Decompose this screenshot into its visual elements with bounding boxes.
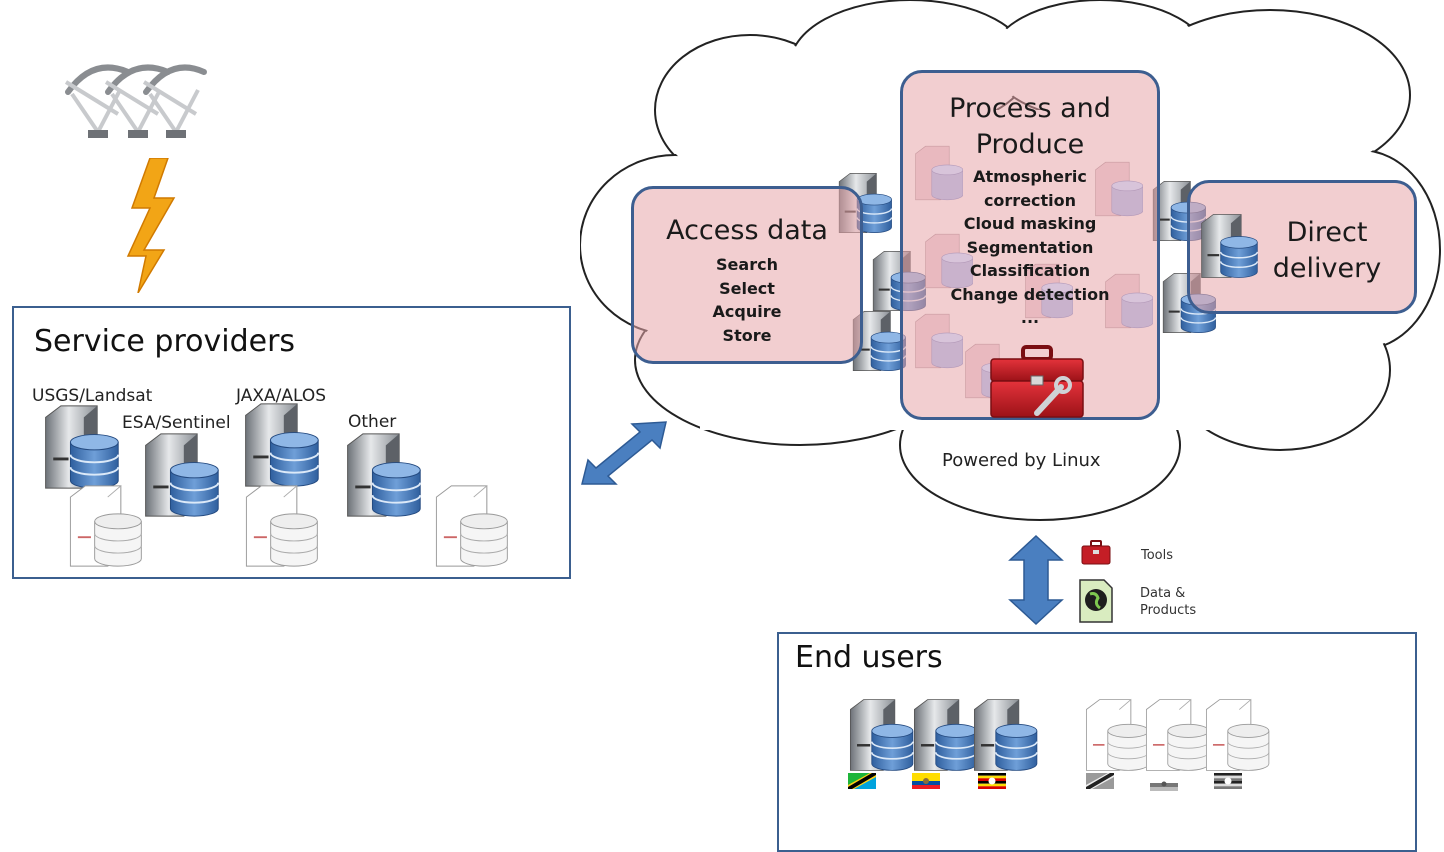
flag-tanzania-icon (848, 773, 876, 789)
access-data-items: Search Select Acquire Store (634, 253, 860, 347)
lightning-bolt-icon (124, 157, 184, 294)
flag-faded-icon (1150, 776, 1178, 791)
process-items: Atmospheric correction Cloud masking Seg… (903, 165, 1157, 330)
legend-data-label: Data & Products (1140, 585, 1196, 619)
process-item: Cloud masking (963, 214, 1097, 233)
process-title-line1: Process and (949, 93, 1111, 124)
process-item: ... (1020, 308, 1040, 327)
legend-tools-label: Tools (1141, 548, 1174, 563)
delivery-title-line1: Direct (1286, 217, 1368, 248)
data-products-icon (1078, 578, 1114, 624)
server-esa-icon (140, 432, 220, 518)
server-faded-icon (430, 484, 510, 568)
access-item: Store (722, 325, 772, 345)
toolbox-icon (987, 343, 1087, 419)
process-item: Classification (969, 261, 1091, 280)
vertical-double-arrow-icon (1008, 534, 1064, 626)
flag-faded-icon (1214, 773, 1242, 789)
satellite-dishes-icon (58, 52, 208, 142)
flag-uganda-icon (978, 773, 1006, 789)
flag-faded-icon (1086, 773, 1114, 789)
source-label-esa: ESA/Sentinel (122, 413, 231, 433)
powered-by-label: Powered by Linux (942, 450, 1101, 471)
server-jaxa-icon (240, 402, 320, 488)
end-user-server-faded-icon (1200, 698, 1272, 772)
process-item: correction (983, 190, 1077, 210)
server-other-icon (342, 432, 422, 518)
access-data-box: Access data Search Select Acquire Store (631, 186, 863, 364)
server-usgs-icon (40, 404, 120, 490)
server-faded-icon (240, 484, 320, 568)
source-label-other: Other (348, 412, 397, 432)
access-item: Select (719, 278, 775, 298)
access-item: Acquire (712, 302, 782, 321)
process-item: Atmospheric (973, 167, 1087, 186)
direct-delivery-box: Direct delivery (1187, 180, 1417, 314)
legend-data-line1: Data & (1140, 586, 1186, 601)
access-item: Search (716, 255, 778, 274)
process-item: Change detection (950, 284, 1110, 304)
end-users-title: End users (795, 640, 943, 675)
delivery-title-line2: delivery (1272, 253, 1382, 284)
process-item: Segmentation (966, 237, 1094, 257)
process-title-line2: Produce (975, 129, 1085, 160)
server-faded-icon (64, 484, 144, 568)
process-produce-box: Process and Produce Atmospheric correcti… (900, 70, 1160, 420)
service-providers-title: Service providers (34, 324, 296, 359)
end-user-server-icon (844, 698, 916, 772)
toolbox-small-icon (1080, 540, 1112, 566)
source-label-jaxa: JAXA/ALOS (236, 386, 327, 406)
end-user-server-icon (968, 698, 1040, 772)
double-arrow-icon (578, 418, 670, 490)
access-data-title: Access data (666, 215, 828, 246)
flag-ecuador-icon (912, 773, 940, 789)
legend-data-line2: Products (1140, 603, 1197, 618)
source-label-usgs: USGS/Landsat (32, 386, 153, 406)
